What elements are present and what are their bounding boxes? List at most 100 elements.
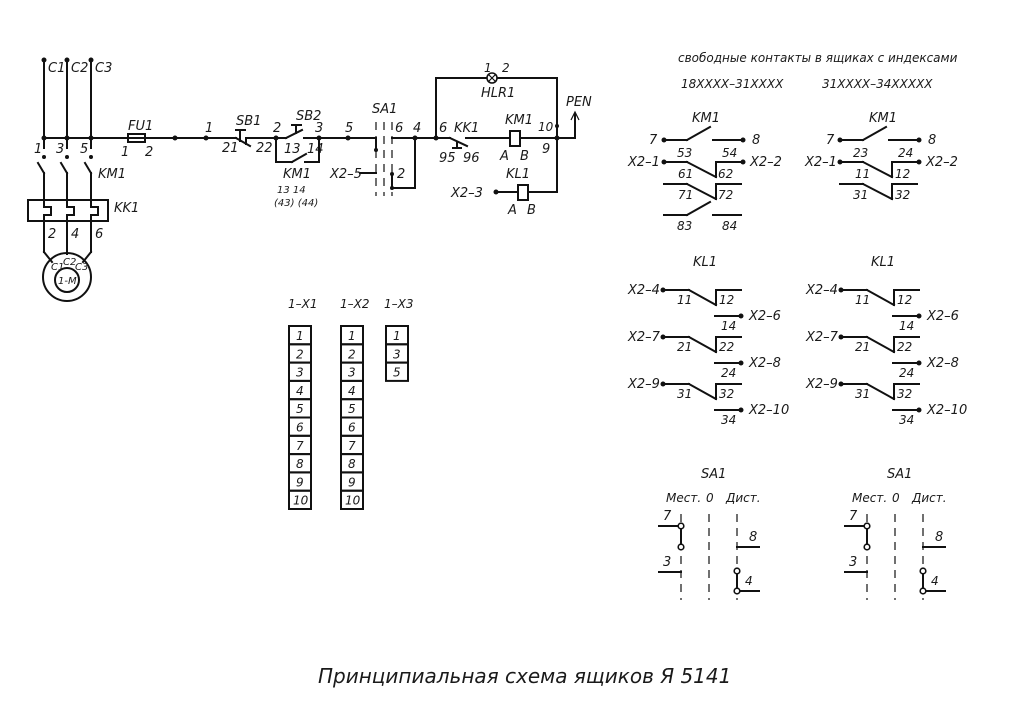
km1-pin-32: 32 <box>895 188 910 202</box>
km1-pin-71: 71 <box>678 188 693 202</box>
km1-hold-pins-top: 13 14 <box>277 185 306 196</box>
kk1-node-6: 6 <box>439 121 447 136</box>
sa1-contact-ring <box>863 522 871 530</box>
km1-pin-7: 7 <box>826 133 835 148</box>
kl1-coil <box>517 184 529 201</box>
terminal-dot <box>738 313 744 319</box>
junction <box>390 172 394 176</box>
contact-wire <box>715 336 742 353</box>
sa1-pin-6: 6 <box>395 121 403 136</box>
sa1-pos-remote: Дист. <box>725 491 761 505</box>
terminal-cell-label: 1 <box>393 329 401 343</box>
drawing-title: Принципиальная схема ящиков Я 5141 <box>318 664 731 688</box>
nc-blade <box>865 335 896 354</box>
terminal-dot <box>738 360 744 366</box>
nc-blade <box>687 382 718 401</box>
km1-pole-blade <box>36 161 46 175</box>
sa1-pin-4: 4 <box>931 574 939 588</box>
wire <box>304 137 320 163</box>
terminal-cell-label: 1 <box>296 329 304 343</box>
sa1-pos-local: Мест. <box>666 491 701 505</box>
nc-blade <box>865 382 896 401</box>
terminal-cell-label: 3 <box>393 347 401 361</box>
km1-pin-72: 72 <box>718 188 733 202</box>
nc-blade <box>861 160 894 179</box>
km1-pin-61: 61 <box>678 167 693 181</box>
terminal-cell-label: 10 <box>345 494 361 508</box>
km1-pin-23: 23 <box>853 146 868 160</box>
km1-ext-x2-2: X2–2 <box>749 155 782 170</box>
junction <box>412 135 418 141</box>
sa1-pos-local: Мест. <box>852 491 887 505</box>
pole-bottom-6: 6 <box>95 227 103 242</box>
kk1-heater <box>90 199 99 222</box>
terminal-cell-label: 5 <box>348 402 356 416</box>
sa1-label: SA1 <box>701 467 726 482</box>
kk1-heater <box>66 199 75 222</box>
km1-coil-label: KM1 <box>505 113 533 128</box>
km1-pin-54: 54 <box>722 146 737 160</box>
kk1-pin-96: 96 <box>463 151 480 166</box>
variant-range-1: 18XXXX–31XXXX <box>681 77 784 91</box>
contact-wire <box>715 161 744 178</box>
sb2-label: SB2 <box>296 109 321 124</box>
junction <box>172 135 178 141</box>
sa1-pin-8: 8 <box>935 530 943 545</box>
phase-label-c1: C1 <box>48 61 65 76</box>
node-label-5: 5 <box>345 121 353 136</box>
motor-terminal-c1: C1 <box>51 262 64 273</box>
sa1-contact-ring <box>733 567 741 575</box>
terminal-block-label-x3: 1–X3 <box>384 297 414 311</box>
terminal-cell <box>340 489 364 511</box>
pole-top-1: 1 <box>34 142 42 157</box>
nc-blade <box>865 288 896 307</box>
sa1-contact-ring <box>919 587 927 595</box>
kl1-coil-label: KL1 <box>506 167 530 182</box>
km1-coil-pin-a: A <box>499 149 509 164</box>
node-label-4: 4 <box>413 121 421 136</box>
terminal-block-label-x2: 1–X2 <box>340 297 370 311</box>
km1-pin-11: 11 <box>855 167 870 181</box>
km1-pin-84: 84 <box>722 219 737 233</box>
kl1-pin-nc: 32 <box>719 387 734 401</box>
phase-terminal-c1 <box>41 57 47 63</box>
kk1-label: KK1 <box>454 121 479 136</box>
kl1-pin-no: 34 <box>899 413 914 427</box>
contact-wire <box>893 336 920 353</box>
node-label-1: 1 <box>205 121 213 136</box>
terminal-dot <box>740 137 746 143</box>
wire <box>527 137 558 193</box>
kl1-ext-label: X2–7 <box>805 330 839 345</box>
kl1-ext-x2-3: X2–3 <box>450 186 483 201</box>
sa1-contact-ring <box>733 587 741 595</box>
phase-label-c3: C3 <box>95 61 112 76</box>
kl1-pin-nc: 12 <box>719 293 734 307</box>
motor-terminal-c3: C3 <box>75 262 88 273</box>
sb1-label: SB1 <box>236 114 261 129</box>
kl1-no-ext-label: X2–6 <box>748 309 781 324</box>
sa1-label: SA1 <box>887 467 912 482</box>
motor-terminal-c2: C2 <box>63 257 76 268</box>
pole-bottom-2: 2 <box>48 227 56 242</box>
km1-pin-62: 62 <box>718 167 733 181</box>
lamp-cross <box>487 73 497 83</box>
kl1-coil-pin-a: A <box>507 203 517 218</box>
kl1-ext-label: X2–4 <box>627 283 660 298</box>
terminal-cell-label: 7 <box>296 439 304 453</box>
terminal-cell-label: 2 <box>348 347 356 361</box>
phase-terminal-c2 <box>64 57 70 63</box>
sa1-label: SA1 <box>372 102 397 117</box>
control-circuit: FU1 1 2 1 SB1 21 22 SB2 2 3 13 14 KM1 13 <box>41 61 592 218</box>
km1-label: KM1 <box>692 111 720 126</box>
terminal-cell <box>288 489 312 511</box>
km1-ext-x2-1: X2–1 <box>804 155 837 170</box>
phase-terminal-c3 <box>88 57 94 63</box>
sa1-pos-zero: 0 <box>706 491 714 505</box>
junction <box>555 124 559 128</box>
km1-pole-contact <box>65 155 69 159</box>
terminal-dot <box>916 137 922 143</box>
wire <box>275 137 293 163</box>
km1-hold-pins-bottom: (43) (44) <box>274 198 318 209</box>
sb1-pin-21: 21 <box>222 141 239 156</box>
